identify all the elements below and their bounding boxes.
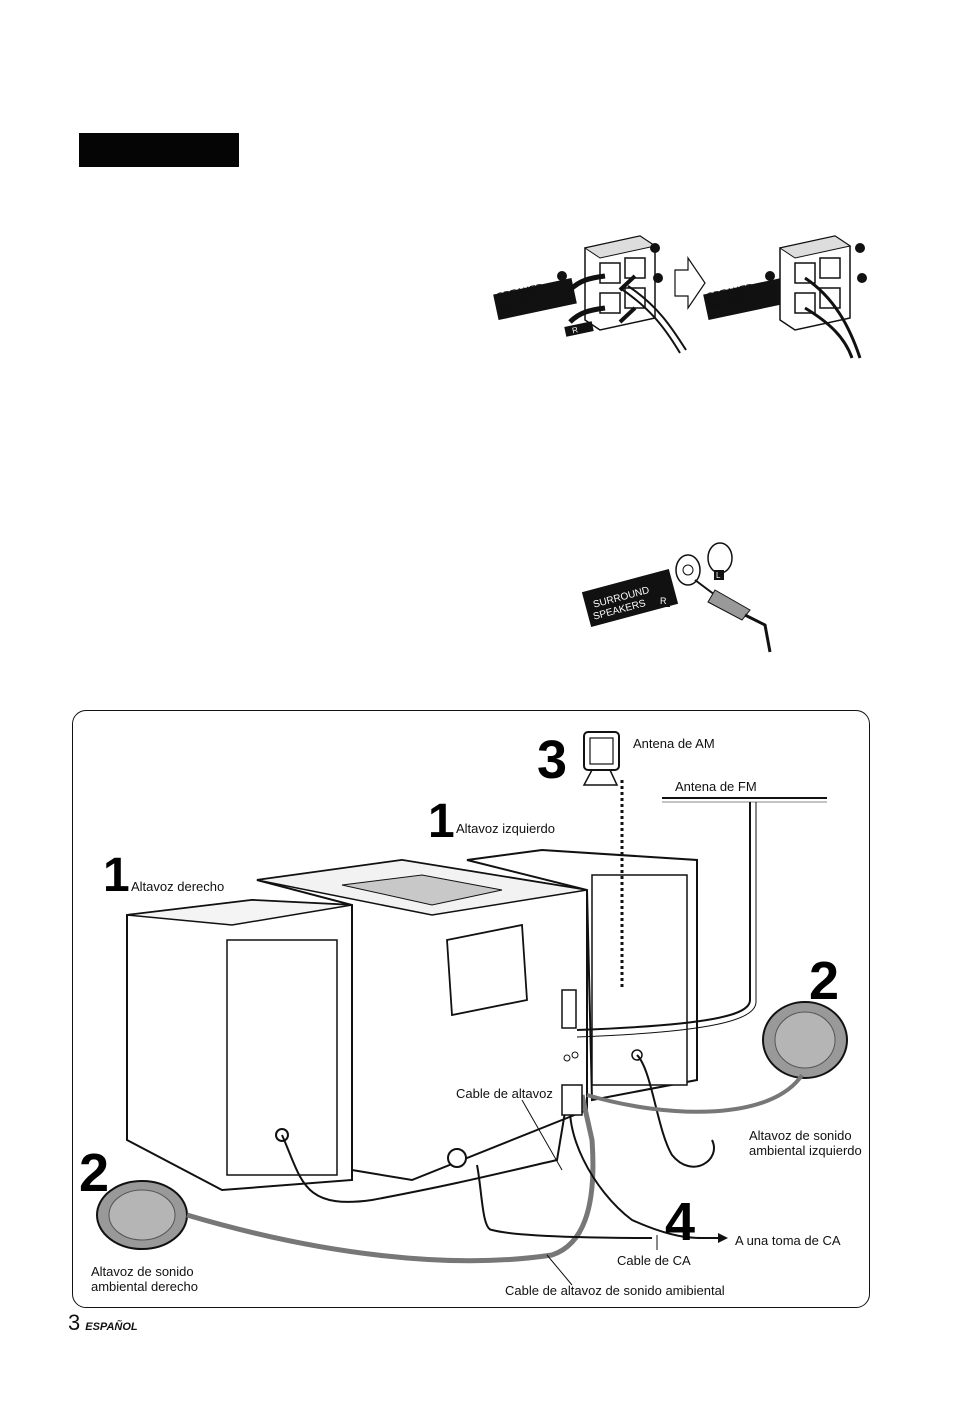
- label-fm-antenna: Antena de FM: [675, 779, 757, 794]
- left-surround-speaker-drawing: [762, 1001, 848, 1079]
- label-right-surround-line2: ambiental derecho: [91, 1279, 198, 1294]
- label-right-surround-line1: Altavoz de sonido: [91, 1264, 194, 1279]
- fm-antenna-drawing: [576, 797, 827, 1038]
- speaker-terminal-figure: SPEAKER IMP 6Ω SPEAKERS R SPEAKER IMP 6Ω…: [493, 235, 867, 359]
- step-number-right-speaker: 1: [103, 849, 130, 902]
- section-header-bar: [79, 133, 239, 167]
- step-number-right-surround: 2: [79, 1143, 109, 1203]
- label-am-antenna: Antena de AM: [633, 736, 715, 751]
- label-ac-cable: Cable de CA: [617, 1253, 691, 1268]
- label-ac-outlet: A una toma de CA: [735, 1233, 841, 1248]
- label-left-speaker: Altavoz izquierdo: [456, 821, 555, 836]
- ac-outlet-arrow-icon: [697, 1233, 728, 1243]
- main-unit-drawing: [256, 858, 588, 1182]
- connection-diagram: [96, 731, 848, 1286]
- label-speaker-cable: Cable de altavoz: [456, 1086, 553, 1101]
- step-number-am-antenna: 3: [537, 730, 567, 790]
- speaker-terminal-before: SPEAKER IMP 6Ω SPEAKERS R: [493, 235, 687, 354]
- page-footer: 3 ESPAÑOL: [68, 1310, 138, 1336]
- surround-channel-r: R: [660, 596, 667, 606]
- speaker-channel-label: R: [571, 325, 579, 335]
- surround-terminal-figure: SURROUND SPEAKERS R L: [581, 542, 772, 653]
- page-language: ESPAÑOL: [85, 1321, 138, 1333]
- label-left-surround-line2: ambiental izquierdo: [749, 1143, 862, 1158]
- right-surround-speaker-drawing: [96, 1180, 188, 1250]
- label-surround-cable: Cable de altavoz de sonido amibiental: [505, 1283, 725, 1298]
- step-number-ac: 4: [665, 1192, 695, 1252]
- cables: [186, 1054, 804, 1264]
- surround-channel-l: L: [716, 571, 721, 580]
- am-antenna-drawing: [582, 731, 624, 990]
- step-number-left-surround: 2: [809, 951, 839, 1011]
- page-number: 3: [68, 1310, 81, 1335]
- left-speaker-drawing: [466, 848, 698, 1102]
- step-number-left-speaker: 1: [428, 795, 455, 848]
- connection-diagram-frame: [72, 710, 870, 1308]
- label-right-speaker: Altavoz derecho: [131, 879, 225, 894]
- label-left-surround-line1: Altavoz de sonido: [749, 1128, 852, 1143]
- speaker-terminal-after: SPEAKER IMP 6Ω SPEAKERS: [703, 235, 867, 359]
- right-speaker-drawing: [126, 898, 353, 1192]
- next-step-arrow-icon: [674, 256, 706, 310]
